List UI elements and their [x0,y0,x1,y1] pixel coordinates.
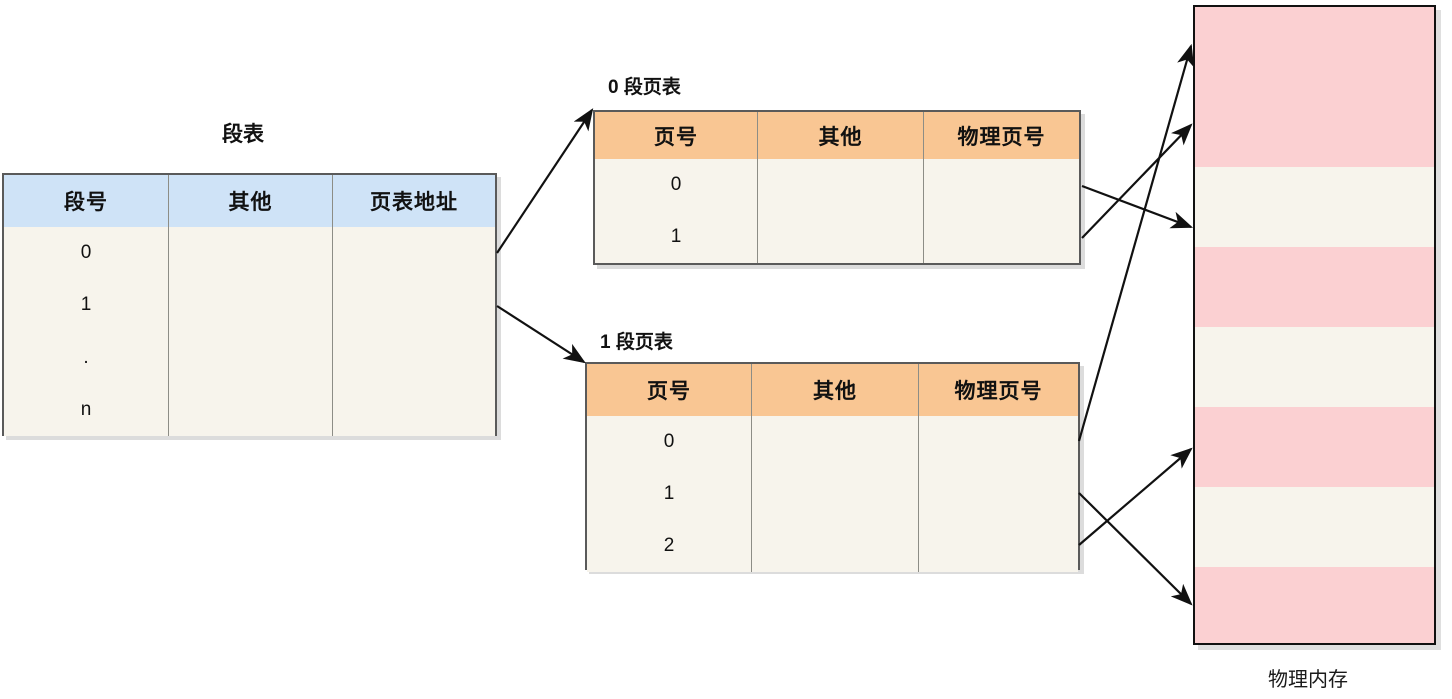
segment-table-cell-seg: . [4,331,169,384]
page-table-0-cell-frame [924,159,1079,211]
segment-table-cell-addr [333,227,495,279]
memory-block-6[interactable] [1195,407,1434,487]
segment-table-cell-seg: n [4,384,169,436]
segment-table-cell-other [169,279,333,331]
table-row[interactable]: 0 [595,159,1079,211]
segment-table-header-row: 段号 其他 页表地址 [4,175,495,227]
page-table-0-label: 0 段页表 [608,77,681,98]
page-table-0-header-other: 其他 [758,112,924,159]
segment-table-cell-other [169,227,333,279]
physical-memory [1193,5,1441,650]
memory-block-8[interactable] [1195,567,1434,643]
page-table-1-body: 页号 其他 物理页号 0 1 2 [585,362,1080,572]
page-table-1-cell-page: 2 [587,520,752,572]
arrow-pt1row0-to-memblock1 [1077,43,1195,442]
segment-table-cell-addr [333,384,495,436]
segment-table-header-addr: 页表地址 [370,191,458,214]
table-row[interactable]: 1 [595,211,1079,263]
arrow-pt0row0-to-memblock4 [1081,184,1194,229]
segment-table-header-other: 其他 [169,175,333,227]
segment-table-header-seg: 段号 [4,175,169,227]
table-row[interactable]: n [4,384,495,436]
page-table-0-cell-frame [924,211,1079,263]
page-table-1-header-page: 页号 [587,364,752,416]
page-table-1-cell-frame [919,416,1078,468]
arrow-pt1row2-to-memblock6 [1078,447,1193,546]
page-table-1-cell-other [752,468,919,520]
segment-table-cell-addr [333,279,495,331]
segment-table-title: 段表 [222,123,264,146]
physical-memory-caption: 物理内存 [1268,669,1348,691]
page-table-0-cell-page: 1 [595,211,758,263]
page-table-1-cell-page: 1 [587,468,752,520]
memory-block-3[interactable] [1195,167,1434,247]
memory-block-1[interactable] [1195,7,1434,87]
page-table-0: 页号 其他 物理页号 0 1 [593,110,1085,269]
page-table-0-cell-other [758,211,924,263]
physical-memory-frame [1193,5,1436,645]
segment-table-cell-addr [333,331,495,384]
page-table-0-header-row: 页号 其他 物理页号 [595,112,1079,159]
segment-table: 段号 其他 页表地址 0 1 . [2,173,501,440]
table-row[interactable]: 0 [587,416,1078,468]
page-table-1-cell-frame [919,468,1078,520]
page-table-1-header-row: 页号 其他 物理页号 [587,364,1078,416]
segment-table-body: 段号 其他 页表地址 0 1 . [2,173,497,436]
arrow-pt1row1-to-memblock8 [1078,492,1193,606]
segment-table-cell-other [169,331,333,384]
page-table-0-header-frame: 物理页号 [957,125,1046,149]
page-table-1-cell-other [752,416,919,468]
page-table-0-body: 页号 其他 物理页号 0 1 [593,110,1081,265]
memory-block-4[interactable] [1195,247,1434,327]
page-table-1-cell-other [752,520,919,572]
table-row[interactable]: 0 [4,227,495,279]
table-row[interactable]: 1 [587,468,1078,520]
page-table-0-cell-page: 0 [595,159,758,211]
segment-table-cell-seg: 1 [4,279,169,331]
page-table-1-header-frame: 物理页号 [954,380,1043,403]
page-table-1-header-other: 其他 [752,364,919,416]
arrow-pt0row1-to-memblock2 [1081,123,1193,239]
table-row[interactable]: 1 [4,279,495,331]
memory-block-2[interactable] [1195,87,1434,167]
table-row[interactable]: . [4,331,495,384]
page-table-1-label: 1 段页表 [600,332,673,353]
page-table-1: 页号 其他 物理页号 0 1 2 [585,362,1084,574]
page-table-0-cell-other [758,159,924,211]
page-table-1-cell-page: 0 [587,416,752,468]
arrow-seg1-to-pagetable1 [496,305,586,364]
memory-block-7[interactable] [1195,487,1434,567]
table-row[interactable]: 2 [587,520,1078,572]
segment-table-cell-seg: 0 [4,227,169,279]
segment-table-cell-other [169,384,333,436]
arrow-seg0-to-pagetable0 [496,108,594,254]
page-table-1-cell-frame [919,520,1078,572]
page-table-0-header-page: 页号 [595,112,758,159]
memory-block-5[interactable] [1195,327,1434,407]
